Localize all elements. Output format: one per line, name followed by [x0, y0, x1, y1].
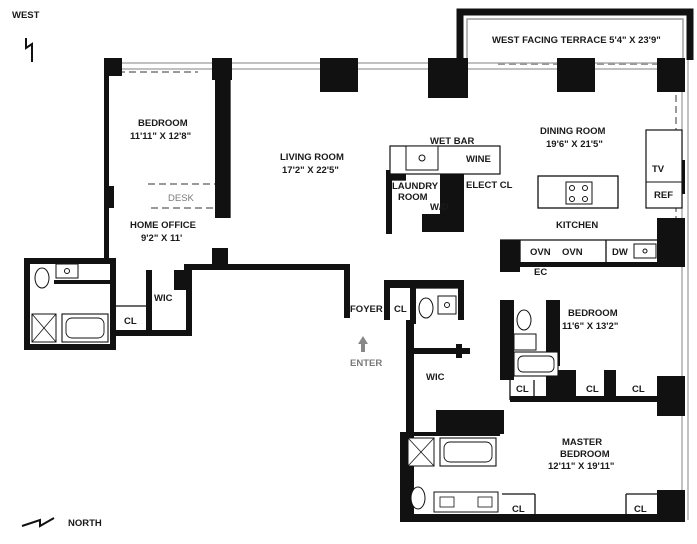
ec-label: EC [534, 267, 547, 278]
master-line2: BEDROOM [560, 449, 610, 460]
left-bath-fixtures [31, 263, 109, 343]
compass-north-arrow-icon [21, 517, 55, 528]
dw-label: DW [612, 247, 628, 258]
foyer-label: FOYER [350, 304, 383, 315]
home-office-name: HOME OFFICE [130, 220, 196, 231]
bedroom1-dims: 11'11" X 12'8" [130, 131, 191, 142]
foyer-bath-fixtures [418, 295, 457, 319]
interior-lines [114, 80, 685, 516]
oven1-label: OVN [530, 247, 551, 258]
bedroom1-name: BEDROOM [138, 118, 188, 129]
west-terrace [456, 8, 694, 60]
wet-bar-counter [389, 145, 501, 175]
wd-label: W/D [430, 202, 449, 213]
wic-left-label: WIC [154, 293, 173, 304]
dining-room-dims: 19'6" X 21'5" [546, 139, 603, 150]
bedroom2-name: BEDROOM [568, 308, 618, 319]
master-dims: 12'11" X 19'11" [548, 461, 614, 472]
compass-west-arrow-icon [25, 38, 33, 62]
tv-label: TV [652, 164, 665, 175]
master-bath-fixtures [407, 437, 499, 513]
wine-label: WINE [466, 154, 491, 165]
terrace-label: WEST FACING TERRACE 5'4" X 23'9" [492, 35, 661, 46]
cl-c-label: CL [632, 384, 645, 395]
tv-ref-cabinet [645, 129, 683, 209]
living-room-name: LIVING ROOM [280, 152, 344, 163]
living-room-dims: 17'2" X 22'5" [282, 165, 339, 176]
cl-left-label: CL [124, 316, 137, 327]
bedroom2-dims: 11'6" X 13'2" [562, 321, 618, 332]
laundry-line1: LAUNDRY [392, 181, 439, 192]
dishwasher-sink [633, 243, 657, 259]
compass-north-label: NORTH [68, 518, 102, 529]
compass-west-label: WEST [12, 10, 40, 21]
kitchen-island [537, 175, 619, 209]
elect-cl-label: ELECT CL [466, 180, 513, 191]
dining-room-name: DINING ROOM [540, 126, 606, 137]
bedroom2-bath-fixtures [513, 309, 559, 377]
cl-e-label: CL [634, 504, 647, 515]
master-line1: MASTER [562, 437, 602, 448]
wic-master-label: WIC [426, 372, 445, 383]
wet-bar-label: WET BAR [430, 136, 474, 147]
kitchen-label: KITCHEN [556, 220, 598, 231]
entry-arrow-icon [358, 336, 368, 352]
cl-d-label: CL [512, 504, 525, 515]
desk-label: DESK [168, 193, 195, 204]
cl-b-label: CL [586, 384, 599, 395]
cl-foyer-label: CL [394, 304, 407, 315]
home-office-dims: 9'2" X 11' [141, 233, 182, 244]
cl-a-label: CL [516, 384, 529, 395]
laundry-line2: ROOM [398, 192, 428, 203]
enter-label: ENTER [350, 358, 382, 369]
oven2-label: OVN [562, 247, 583, 258]
ref-label: REF [654, 190, 673, 201]
